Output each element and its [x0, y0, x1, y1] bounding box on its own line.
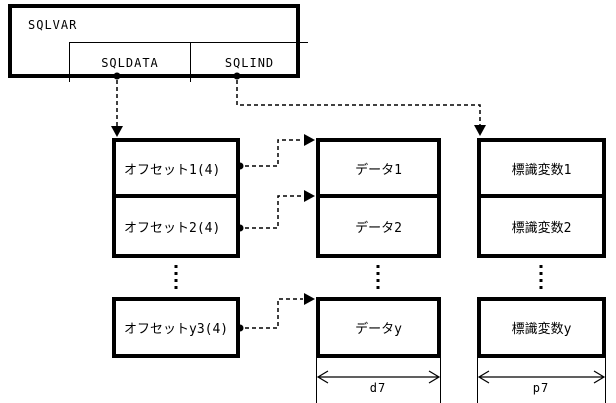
indicator-1-box: 標識変数1 [477, 138, 606, 198]
sqlvar-label: SQLVAR [28, 18, 78, 32]
offset2-pointer-line [245, 195, 303, 229]
sqlind-field: SQLIND [190, 42, 308, 82]
data-1-label: データ1 [355, 162, 402, 178]
indicator-1-label: 標識変数1 [511, 162, 572, 178]
indicator-width-label: p7 [532, 381, 550, 395]
sqldata-field: SQLDATA [69, 42, 190, 82]
data-1-box: データ1 [316, 138, 441, 198]
data-2-label: データ2 [355, 220, 402, 236]
pointer-arrow-down-icon [111, 126, 123, 137]
data-y-label: データy [355, 322, 402, 337]
data-width-label: d7 [369, 381, 387, 395]
pointer-arrow-right-icon [304, 190, 315, 202]
pointer-arrow-down-icon [474, 125, 486, 136]
sqlind-label: SQLIND [224, 55, 275, 70]
offset1-pointer-line [245, 139, 303, 167]
offsety-pointer-line [245, 298, 303, 329]
offset-1-label: オフセット1(4) [124, 162, 221, 178]
pointer-arrow-right-icon [304, 134, 315, 146]
offset-y-label: オフセットy3(4) [124, 322, 229, 337]
indicator-2-label: 標識変数2 [511, 220, 572, 236]
offset-2-label: オフセット2(4) [124, 220, 221, 236]
indicator-y-label: 標識変数y [511, 322, 572, 337]
indicator-2-box: 標識変数2 [477, 194, 606, 258]
sqldata-label: SQLDATA [101, 55, 159, 70]
offset-1-box: オフセット1(4) [112, 138, 240, 198]
data-2-box: データ2 [316, 194, 441, 258]
pointer-arrow-right-icon [304, 293, 315, 305]
offset-2-box: オフセット2(4) [112, 194, 240, 258]
data-y-box: データy [316, 297, 441, 358]
sqlvar-box: SQLVAR SQLDATA SQLIND [8, 4, 308, 82]
sqlind-pointer-line [236, 80, 481, 125]
offset-y-box: オフセットy3(4) [112, 297, 240, 358]
indicator-y-box: 標識変数y [477, 297, 606, 358]
